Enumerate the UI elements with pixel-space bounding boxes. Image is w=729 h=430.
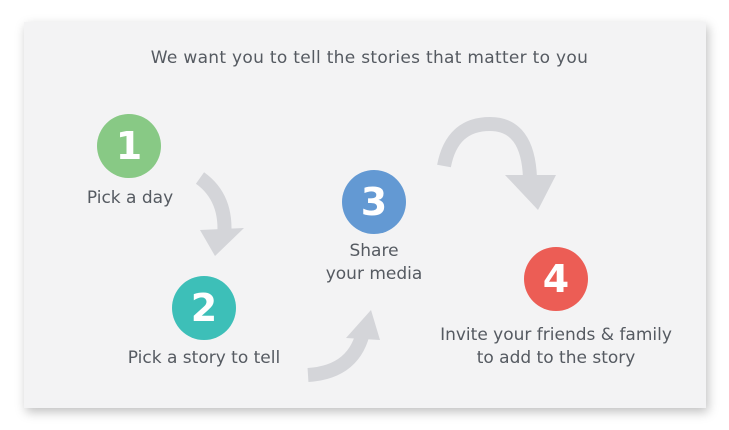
arrow-1-head [200, 228, 244, 256]
step-3-label-line1: Share [349, 241, 399, 261]
step-1-badge: 1 [97, 114, 161, 178]
step-3-label-line2: your media [325, 264, 423, 284]
step-1-label: Pick a day [86, 188, 174, 208]
step-2-badge: 2 [172, 276, 236, 340]
arrow-3-to-4 [437, 116, 537, 179]
headline: We want you to tell the stories that mat… [150, 48, 589, 68]
step-4-badge: 4 [524, 247, 588, 311]
step-4-label-line1: Invite your friends & family [440, 325, 672, 345]
step-3-badge: 3 [342, 170, 406, 234]
arrow-1-to-2 [195, 172, 232, 239]
arrow-3-head [505, 175, 556, 210]
arrow-2-head [346, 310, 380, 340]
step-2-label: Pick a story to tell [127, 348, 281, 368]
step-4-label-line2: to add to the story [476, 348, 636, 368]
